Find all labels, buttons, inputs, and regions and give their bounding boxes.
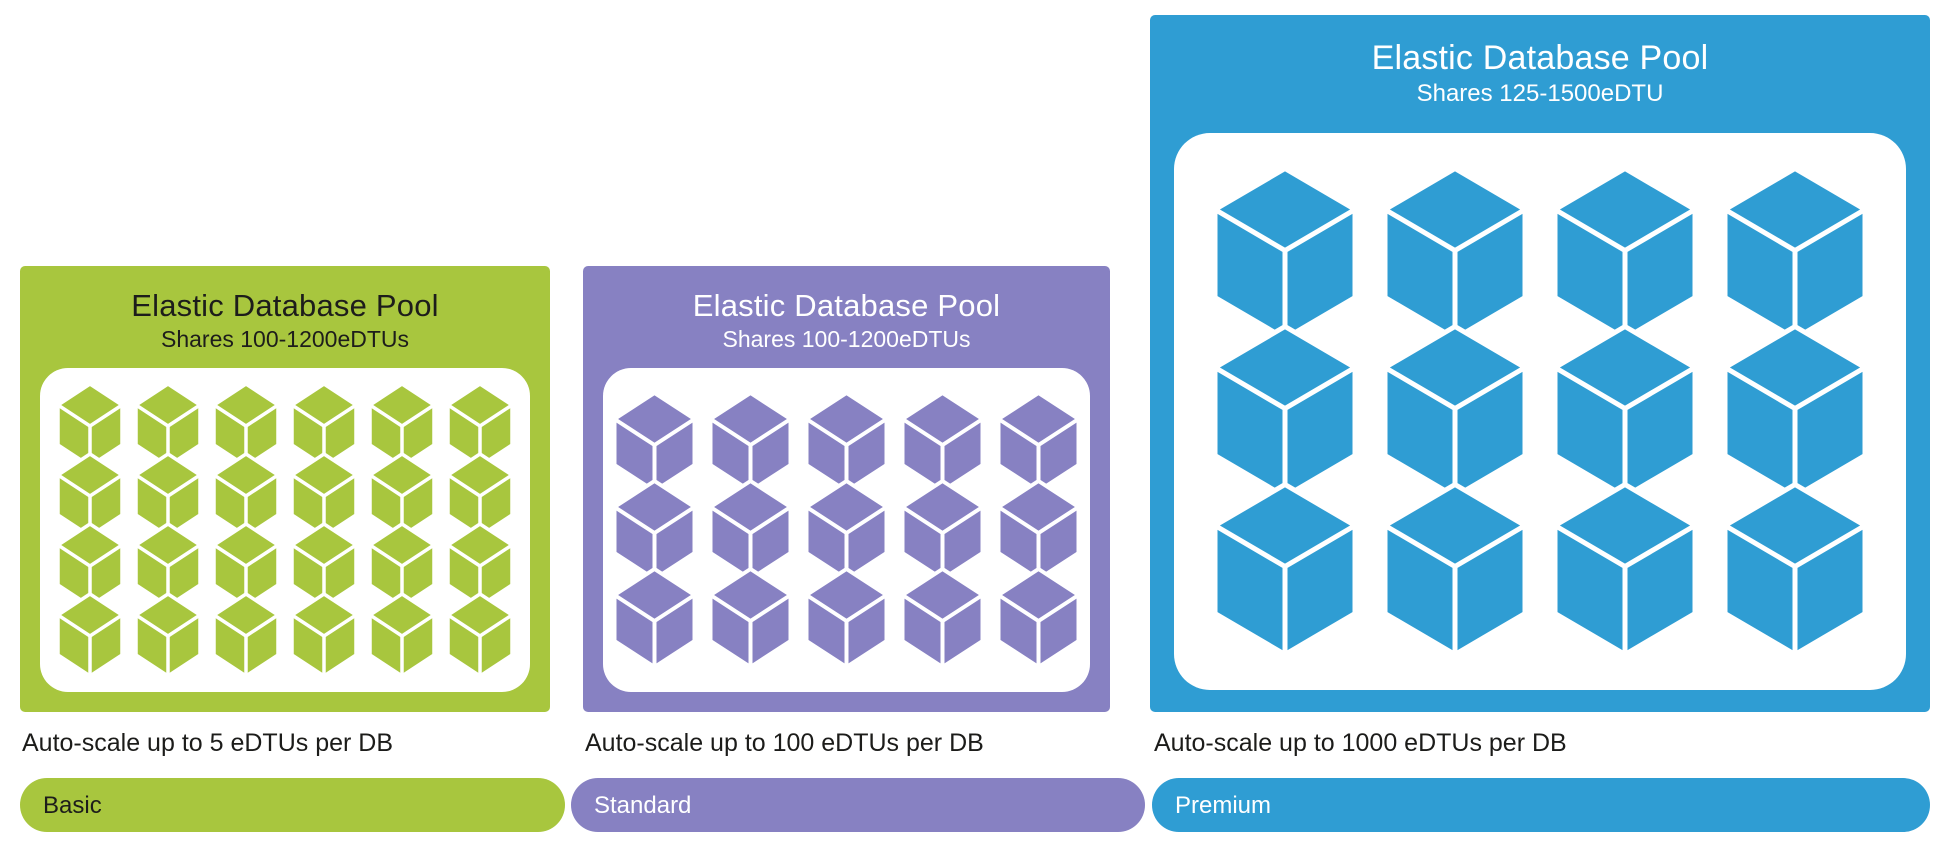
pool-subtitle: Shares 100-1200eDTUs: [160, 325, 410, 352]
autoscale-label: Auto-scale up to 5 eDTUs per DB: [22, 729, 393, 757]
pool-title: Elastic Database Pool: [131, 288, 439, 323]
database-grid-panel: [40, 368, 530, 692]
pool-card-basic: Elastic Database Pool Shares 100-1200eDT…: [20, 266, 550, 712]
database-cube-grid-icon: [612, 391, 1081, 669]
pool-subtitle: Shares 125-1500eDTU: [1416, 80, 1664, 108]
pool-subtitle: Shares 100-1200eDTUs: [722, 325, 971, 352]
tier-badge-standard: Standard: [571, 778, 1145, 832]
tier-badge-premium: Premium: [1152, 778, 1930, 832]
database-cube-grid-icon: [1212, 166, 1868, 657]
pool-card-premium: Elastic Database Pool Shares 125-1500eDT…: [1150, 15, 1930, 712]
pool-title: Elastic Database Pool: [692, 288, 1001, 323]
autoscale-label: Auto-scale up to 1000 eDTUs per DB: [1154, 729, 1567, 757]
autoscale-label: Auto-scale up to 100 eDTUs per DB: [585, 729, 984, 757]
pool-card-standard: Elastic Database Pool Shares 100-1200eDT…: [583, 266, 1110, 712]
pool-title: Elastic Database Pool: [1371, 39, 1709, 77]
database-grid-panel: [1174, 133, 1906, 690]
database-grid-panel: [603, 368, 1090, 692]
database-cube-grid-icon: [56, 382, 514, 678]
tier-badge-basic: Basic: [20, 778, 565, 832]
